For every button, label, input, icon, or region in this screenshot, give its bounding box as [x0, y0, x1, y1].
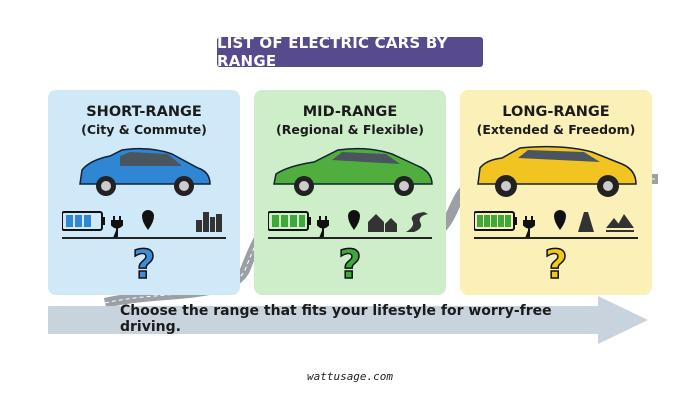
- feature-icons: [61, 208, 226, 239]
- mountains-icon: [606, 214, 634, 232]
- divider: [474, 237, 638, 239]
- plug-icon: [111, 216, 123, 239]
- banner-arrow: [48, 296, 648, 344]
- location-pin-icon: [142, 210, 154, 230]
- card-subheading: (Regional & Flexible): [276, 122, 424, 137]
- card-subheading: (Extended & Freedom): [476, 122, 636, 137]
- card-heading: LONG-RANGE: [502, 104, 610, 120]
- card-long-range: LONG-RANGE (Extended & Freedom) ?: [460, 90, 652, 295]
- card-short-range: SHORT-RANGE (City & Commute) ?: [48, 90, 240, 295]
- card-mid-range: MID-RANGE (Regional & Flexible) ?: [254, 90, 446, 295]
- highway-icon: [578, 212, 594, 232]
- sedan-car-icon: [273, 147, 433, 196]
- question-mark-icon: ?: [132, 241, 157, 289]
- suv-car-icon: [477, 145, 637, 197]
- card-heading: MID-RANGE: [302, 104, 398, 120]
- footer-source: wattusage.com: [306, 370, 394, 383]
- divider: [268, 237, 432, 239]
- city-skyline-icon: [196, 212, 222, 232]
- card-subheading: (City & Commute): [81, 122, 207, 137]
- houses-icon: [368, 214, 397, 232]
- feature-icons: [267, 208, 432, 239]
- divider: [62, 237, 226, 239]
- feature-icons: [473, 208, 638, 239]
- hatchback-car-icon: [79, 147, 211, 196]
- infographic-title: LIST OF ELECTRIC CARS BY RANGE: [217, 34, 483, 70]
- question-mark-icon: ?: [544, 241, 569, 289]
- banner-text: Choose the range that fits your lifestyl…: [120, 303, 552, 335]
- winding-road-icon: [406, 212, 428, 232]
- question-mark-icon: ?: [338, 241, 363, 289]
- card-heading: SHORT-RANGE: [86, 104, 202, 120]
